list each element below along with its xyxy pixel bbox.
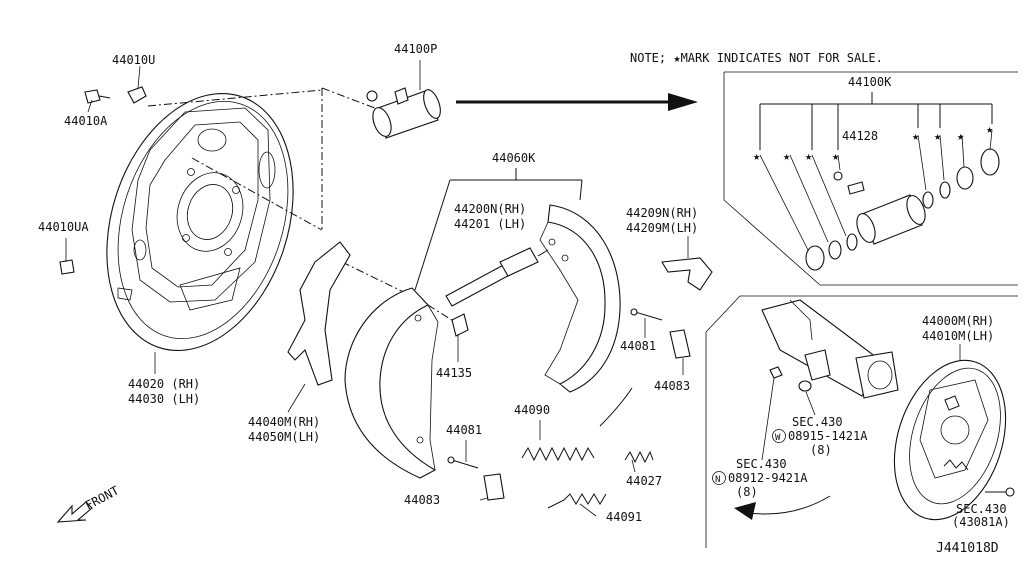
pin-44081-upper xyxy=(630,308,663,321)
retainer-44083-upper xyxy=(669,329,691,359)
inset-44100K xyxy=(723,71,1018,286)
label-44209M: 44209M(LH) xyxy=(626,221,698,235)
w-mark-icon xyxy=(772,429,786,443)
n-mark-icon xyxy=(712,471,726,485)
star-icon: ★ xyxy=(753,149,760,163)
clip-44010U xyxy=(127,86,147,104)
label-sec430-b: SEC.430 xyxy=(736,457,787,471)
wheel-cylinder-44100P xyxy=(366,87,441,139)
star-icon: ★ xyxy=(783,149,790,163)
label-44081-upper: 44081 xyxy=(620,339,656,353)
star-icon: ★ xyxy=(986,122,993,136)
label-44091: 44091 xyxy=(606,510,642,524)
front-arrow xyxy=(56,501,93,523)
label-44201: 44201 (LH) xyxy=(454,217,526,231)
labels: NOTE; ★MARK INDICATES NOT FOR SALE. 4401… xyxy=(38,42,1010,556)
plug-44010UA xyxy=(59,259,75,275)
label-sec430-a: SEC.430 xyxy=(792,415,843,429)
bracket-44209N xyxy=(661,257,713,291)
bolt-44010A xyxy=(84,89,111,104)
adjuster-44200N xyxy=(445,247,549,307)
label-44010U: 44010U xyxy=(112,53,155,67)
n-mark: N xyxy=(715,475,720,485)
bracket-44060K xyxy=(414,168,583,291)
label-44060K: 44060K xyxy=(492,151,536,165)
drawing-id: J441018D xyxy=(936,541,999,556)
star-icon: ★ xyxy=(957,129,964,143)
label-sec430-c: SEC.430 xyxy=(956,502,1007,516)
inset-axle xyxy=(705,295,1018,548)
lever-44040M xyxy=(287,241,351,386)
front-label: FRONT xyxy=(83,483,121,512)
star-icon: ★ xyxy=(832,149,839,163)
not-for-sale-marks: ★ ★ ★ ★ ★ ★ ★ ★ xyxy=(753,122,993,163)
clip-44135 xyxy=(451,313,469,337)
label-44027: 44027 xyxy=(626,474,662,488)
retainer-44083-lower xyxy=(483,473,505,501)
spring-44027 xyxy=(624,450,654,464)
label-44010UA: 44010UA xyxy=(38,220,89,234)
note-text: NOTE; ★MARK INDICATES NOT FOR SALE. xyxy=(630,51,883,65)
label-44083-lower: 44083 xyxy=(404,493,440,507)
label-44209N: 44209N(RH) xyxy=(626,206,698,220)
brake-shoe-front xyxy=(344,287,439,479)
star-icon: ★ xyxy=(934,129,941,143)
label-qty-b: (8) xyxy=(736,485,758,499)
label-43081A: (43081A) xyxy=(952,515,1010,529)
label-44010A: 44010A xyxy=(64,114,108,128)
star-icon: ★ xyxy=(912,129,919,143)
backing-plate xyxy=(106,92,294,352)
label-44000M: 44000M(RH) xyxy=(922,314,994,328)
label-44083-upper: 44083 xyxy=(654,379,690,393)
pin-44081-lower xyxy=(447,456,479,469)
label-44200N: 44200N(RH) xyxy=(454,202,526,216)
w-mark: W xyxy=(775,433,781,443)
label-44030: 44030 (LH) xyxy=(128,392,200,406)
label-44081-lower: 44081 xyxy=(446,423,482,437)
brake-shoe-rear xyxy=(539,204,621,393)
label-44050M: 44050M(LH) xyxy=(248,430,320,444)
leader-lines xyxy=(65,60,961,517)
label-44128: 44128 xyxy=(842,129,878,143)
label-08915: 08915-1421A xyxy=(788,429,868,443)
label-44100K: 44100K xyxy=(848,75,892,89)
label-44010M: 44010M(LH) xyxy=(922,329,994,343)
label-44135: 44135 xyxy=(436,366,472,380)
label-44090: 44090 xyxy=(514,403,550,417)
label-08912: 08912-9421A xyxy=(728,471,808,485)
label-44020: 44020 (RH) xyxy=(128,377,200,391)
star-icon: ★ xyxy=(805,149,812,163)
spring-44091 xyxy=(547,493,607,509)
label-44040M: 44040M(RH) xyxy=(248,415,320,429)
label-qty-a: (8) xyxy=(810,443,832,457)
label-44100P: 44100P xyxy=(394,42,437,56)
spring-44090 xyxy=(521,387,633,462)
reference-arrow xyxy=(456,93,698,111)
